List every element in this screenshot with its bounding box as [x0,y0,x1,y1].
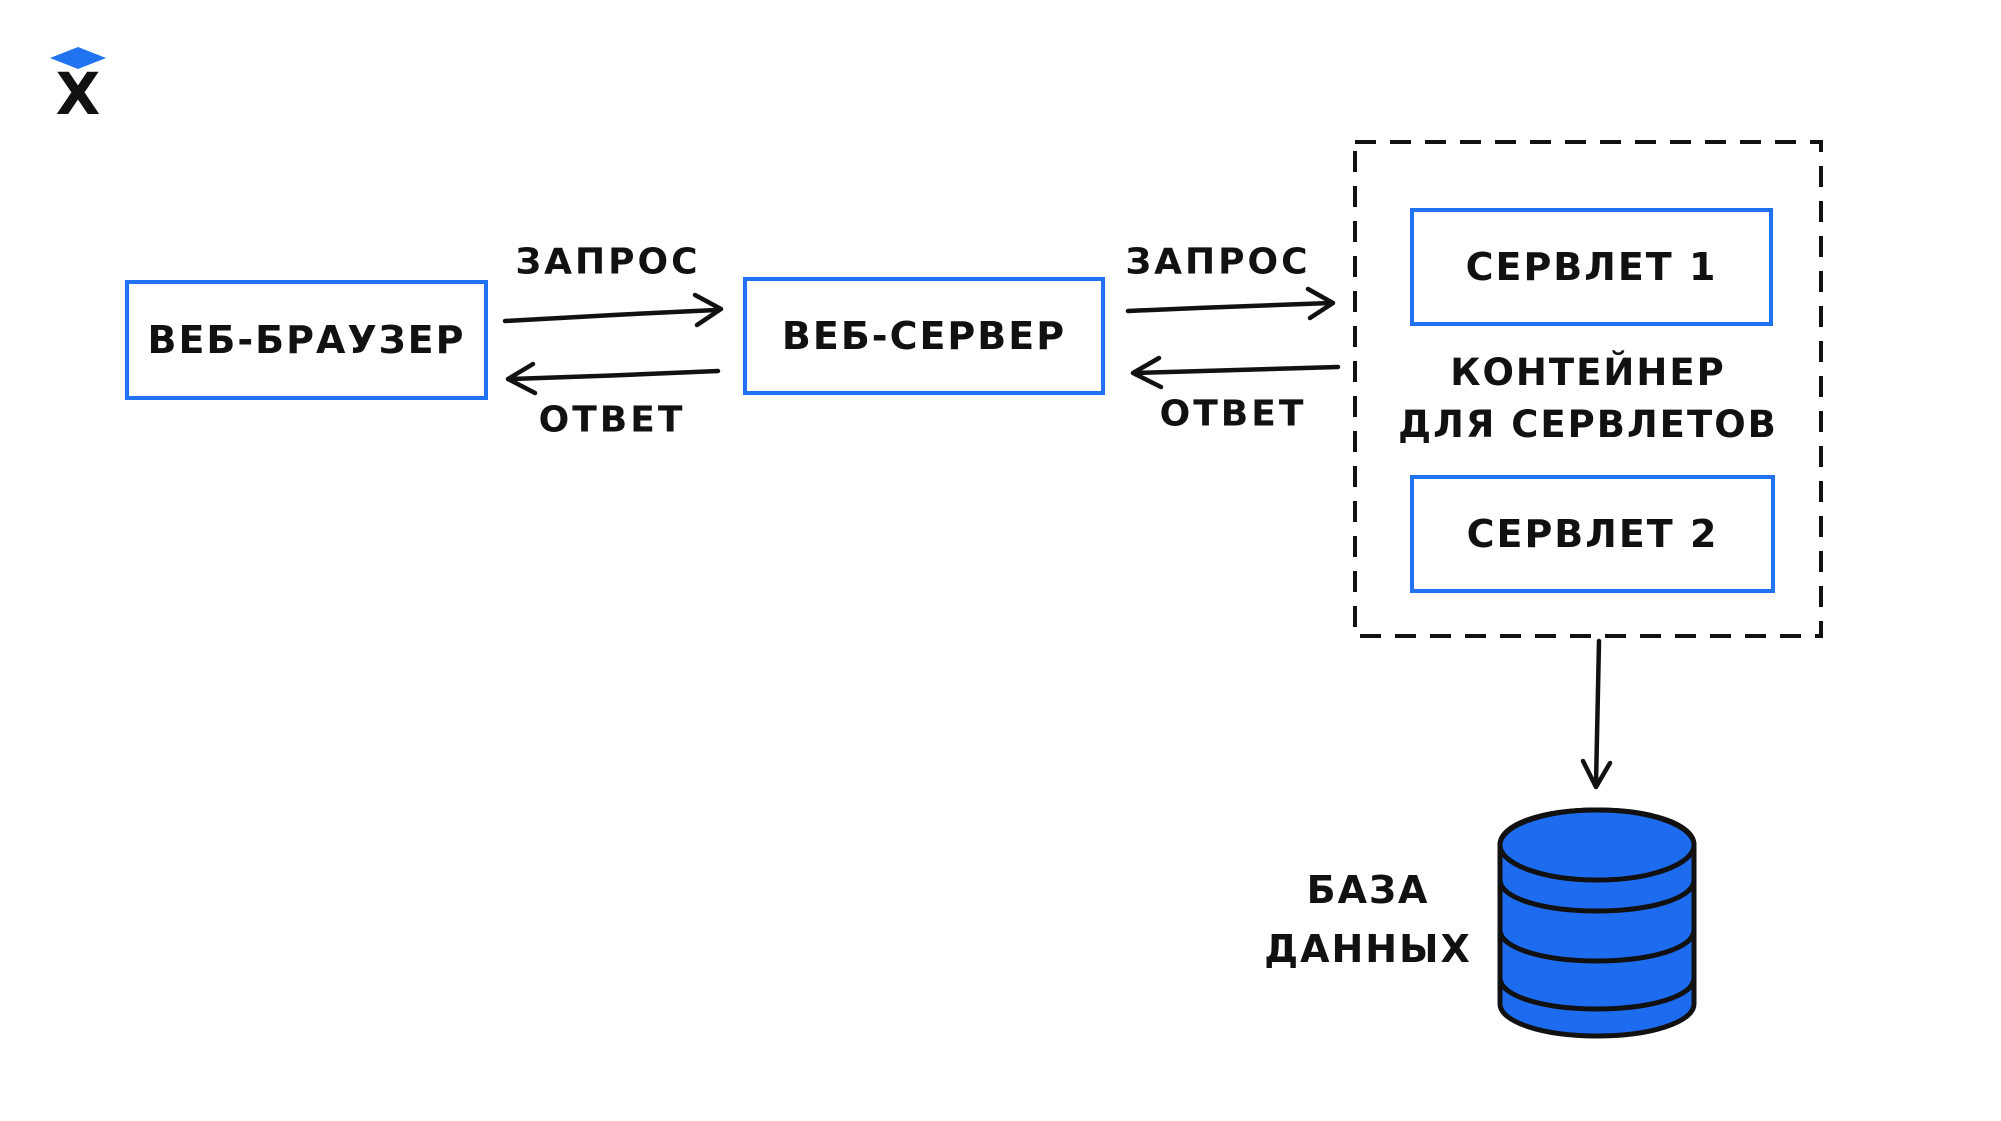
edge-label-response-server-browser: ОТВЕТ [538,399,686,441]
servlet-container-label: КОНТЕЙНЕР ДЛЯ СЕРВЛЕТОВ [1398,347,1778,451]
node-servlet-1: СЕРВЛЕТ 1 [1410,208,1773,326]
node-web-server-label: ВЕБ-СЕРВЕР [781,314,1067,358]
database-label-line1: БАЗА [1306,868,1430,913]
database-cylinder-divider [1497,927,1697,964]
database-label: БАЗА ДАННЫХ [1264,861,1472,979]
logo-diamond-icon [50,47,106,69]
hexlet-logo: X [50,47,106,116]
node-servlet-2-label: СЕРВЛЕТ 2 [1466,512,1719,556]
node-web-server: ВЕБ-СЕРВЕР [743,277,1105,395]
database-cylinder-top [1497,807,1697,883]
edge-label-response-container-server: ОТВЕТ [1159,393,1307,435]
response-arrow-server-to-browser [505,361,721,396]
edge-label-request-browser-server: ЗАПРОС [515,241,701,283]
servlet-container-label-line2: ДЛЯ СЕРВЛЕТОВ [1398,403,1778,446]
logo-letter: X [56,60,101,116]
node-web-browser-label: ВЕБ-БРАУЗЕР [147,318,466,362]
node-servlet-2: СЕРВЛЕТ 2 [1410,475,1775,593]
arrow-container-to-database [1580,638,1613,790]
database-cylinder-icon [1497,807,1697,1039]
edge-label-request-server-container: ЗАПРОС [1125,241,1311,283]
response-arrow-container-to-server [1130,355,1341,390]
request-arrow-server-to-container [1125,286,1336,321]
database-label-line2: ДАННЫХ [1264,927,1472,971]
node-web-browser: ВЕБ-БРАУЗЕР [125,280,488,400]
node-servlet-1-label: СЕРВЛЕТ 1 [1465,245,1718,289]
database-cylinder-divider [1497,975,1697,1012]
database-cylinder-body [1497,807,1697,1039]
database-cylinder-divider [1497,877,1697,914]
request-arrow-browser-to-server [502,292,724,328]
servlet-container-label-line1: КОНТЕЙНЕР [1450,351,1726,395]
